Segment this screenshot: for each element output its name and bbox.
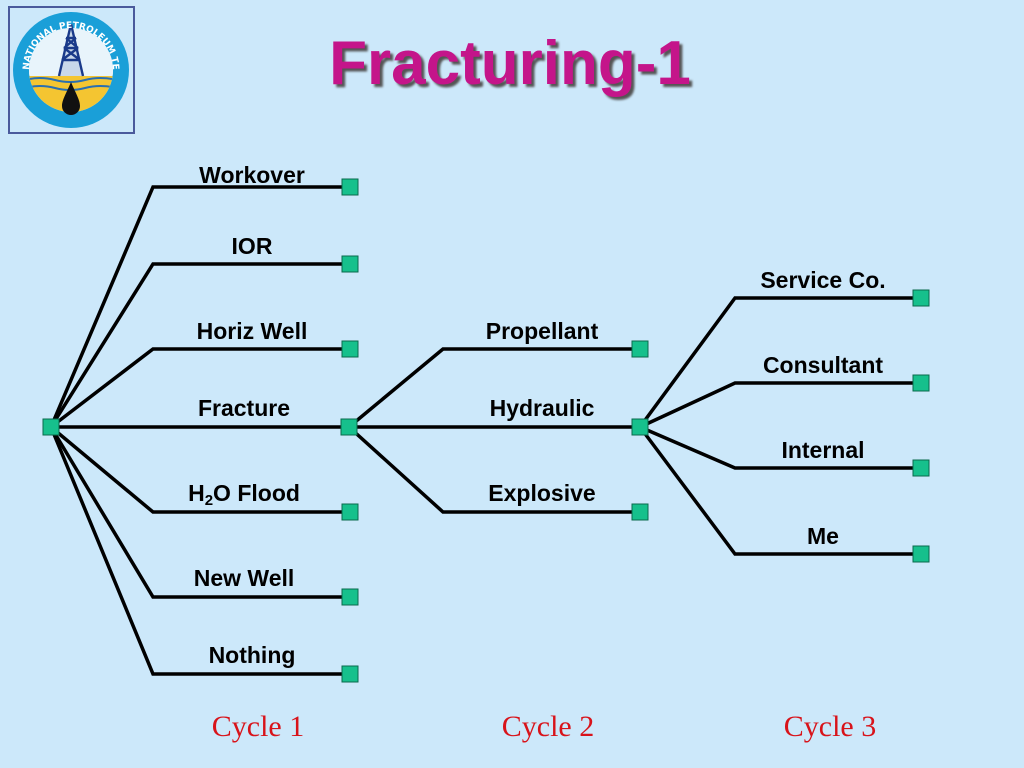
- branch-consultant: [638, 381, 923, 429]
- node-me[interactable]: [912, 545, 930, 563]
- node-horiz-well[interactable]: [341, 340, 359, 358]
- branch-propellant: [347, 347, 642, 429]
- label-service-co: Service Co.: [760, 267, 886, 293]
- cycle-1-label: Cycle 1: [211, 710, 305, 743]
- branch-workover: [49, 185, 352, 429]
- branch-horiz-well: [49, 347, 352, 429]
- branch-ior: [49, 262, 352, 429]
- branch-h2o-flood: [49, 425, 352, 514]
- node-internal[interactable]: [912, 459, 930, 477]
- branch-nothing: [49, 425, 352, 676]
- cycle-3-label: Cycle 3: [783, 710, 877, 743]
- node-hydraulic[interactable]: [631, 418, 649, 436]
- label-workover: Workover: [199, 162, 305, 188]
- label-ior: IOR: [231, 233, 273, 259]
- branch-me: [638, 425, 923, 556]
- node-consultant[interactable]: [912, 374, 930, 392]
- label-propellant: Propellant: [485, 318, 599, 344]
- branch-explosive: [347, 425, 642, 514]
- node-service-co[interactable]: [912, 289, 930, 307]
- node-propellant[interactable]: [631, 340, 649, 358]
- node-workover[interactable]: [341, 178, 359, 196]
- label-fracture: Fracture: [197, 395, 291, 421]
- label-horiz-well: Horiz Well: [196, 318, 308, 344]
- label-new-well: New Well: [193, 565, 295, 591]
- root-node[interactable]: [42, 418, 60, 436]
- cycle-2-label: Cycle 2: [501, 710, 595, 743]
- node-ior[interactable]: [341, 255, 359, 273]
- oil-derrick-icon: NATIONAL PETROLEUM TECHNOLOGY OFFICE: [10, 8, 129, 128]
- branch-new-well: [49, 425, 352, 599]
- branch-internal: [638, 425, 923, 470]
- label-internal: Internal: [781, 437, 865, 463]
- label-consultant: Consultant: [762, 352, 884, 378]
- npto-logo: NATIONAL PETROLEUM TECHNOLOGY OFFICE: [8, 6, 135, 134]
- label-me: Me: [807, 523, 839, 549]
- node-fracture[interactable]: [340, 418, 358, 436]
- node-new-well[interactable]: [341, 588, 359, 606]
- label-nothing: Nothing: [208, 642, 296, 668]
- node-nothing[interactable]: [341, 665, 359, 683]
- label-h2o-flood: H2O Flood: [188, 480, 300, 509]
- label-hydraulic: Hydraulic: [489, 395, 595, 421]
- node-explosive[interactable]: [631, 503, 649, 521]
- branch-service-co: [638, 296, 923, 429]
- page-title: Fracturing-1: [329, 29, 691, 98]
- label-explosive: Explosive: [488, 480, 596, 506]
- node-h2o-flood[interactable]: [341, 503, 359, 521]
